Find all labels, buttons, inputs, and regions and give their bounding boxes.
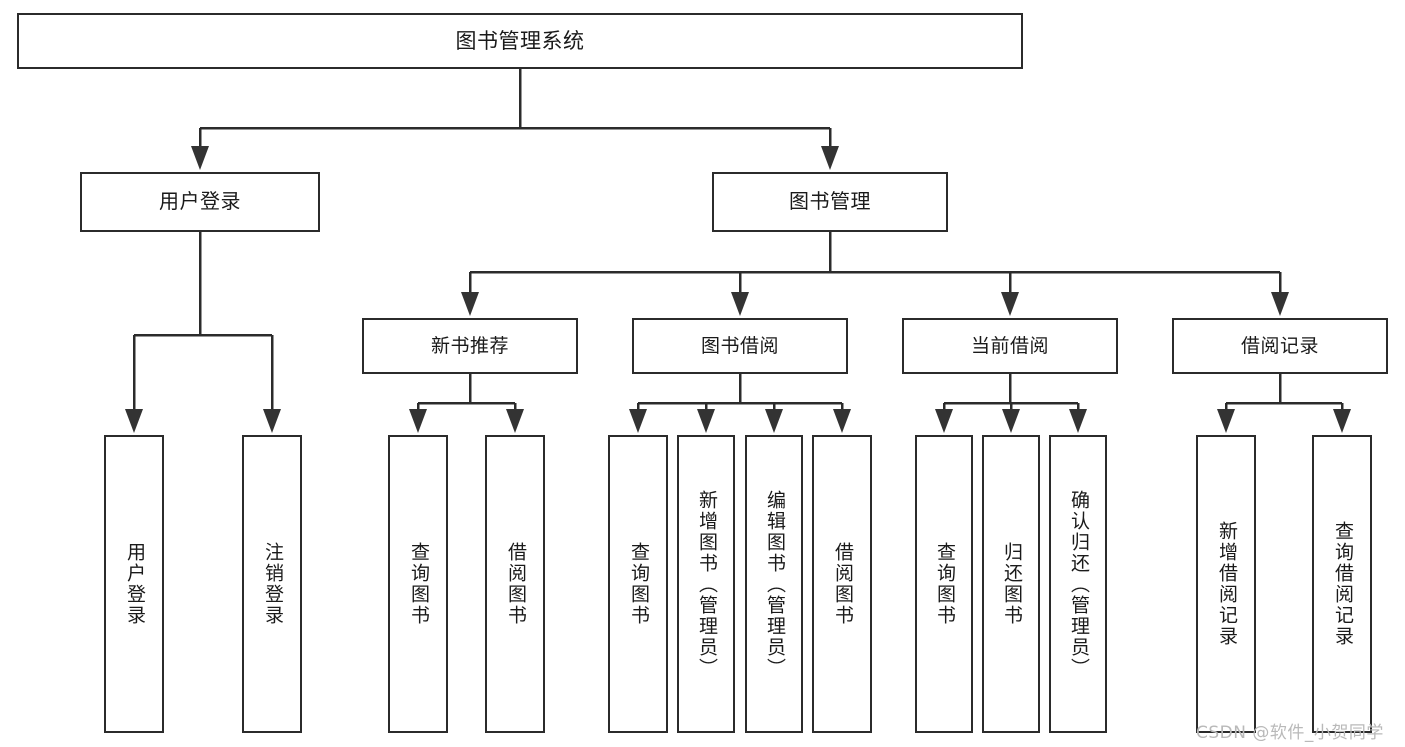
node-leaf-query-book-recommend[interactable]: 查询图书 xyxy=(388,435,448,733)
node-leaf-query-book-current[interactable]: 查询图书 xyxy=(915,435,973,733)
node-label: 借阅记录 xyxy=(1240,334,1319,357)
node-leaf-add-borrow-record[interactable]: 新增借阅记录 xyxy=(1196,435,1256,733)
node-leaf-return-book[interactable]: 归还图书 xyxy=(982,435,1040,733)
node-leaf-edit-book-admin[interactable]: 编辑图书（管理员） xyxy=(745,435,803,733)
node-leaf-query-book-borrow[interactable]: 查询图书 xyxy=(608,435,668,733)
node-leaf-confirm-return-admin[interactable]: 确认归还（管理员） xyxy=(1049,435,1107,733)
node-leaf-query-borrow-record[interactable]: 查询借阅记录 xyxy=(1312,435,1372,733)
node-leaf-user-login[interactable]: 用户登录 xyxy=(104,435,164,733)
node-label: 当前借阅 xyxy=(970,334,1049,357)
node-user-login[interactable]: 用户登录 xyxy=(80,172,320,232)
node-label: 图书管理 xyxy=(789,189,871,214)
node-label: 图书借阅 xyxy=(700,334,779,357)
node-label: 新增借阅记录 xyxy=(1215,521,1238,647)
node-root-book-management-system[interactable]: 图书管理系统 xyxy=(17,13,1023,69)
node-label: 用户登录 xyxy=(123,542,146,626)
node-book-borrow[interactable]: 图书借阅 xyxy=(632,318,848,374)
node-label: 借阅图书 xyxy=(504,542,527,626)
node-leaf-borrow-book[interactable]: 借阅图书 xyxy=(812,435,872,733)
node-label: 用户登录 xyxy=(159,189,241,214)
node-leaf-borrow-book-recommend[interactable]: 借阅图书 xyxy=(485,435,545,733)
node-label: 归还图书 xyxy=(1000,542,1023,626)
node-borrow-record[interactable]: 借阅记录 xyxy=(1172,318,1388,374)
node-label: 新增图书（管理员） xyxy=(695,489,718,679)
node-leaf-user-logout[interactable]: 注销登录 xyxy=(242,435,302,733)
node-new-book-recommend[interactable]: 新书推荐 xyxy=(362,318,578,374)
node-label: 图书管理系统 xyxy=(455,28,585,53)
node-label: 新书推荐 xyxy=(430,334,509,357)
node-label: 查询图书 xyxy=(933,542,956,626)
csdn-watermark: CSDN @软件_小贺同学 xyxy=(1196,723,1384,743)
node-label: 确认归还（管理员） xyxy=(1067,489,1090,679)
node-label: 注销登录 xyxy=(261,542,284,626)
node-label: 借阅图书 xyxy=(831,542,854,626)
node-leaf-add-book-admin[interactable]: 新增图书（管理员） xyxy=(677,435,735,733)
node-label: 编辑图书（管理员） xyxy=(763,489,786,679)
node-current-borrow[interactable]: 当前借阅 xyxy=(902,318,1118,374)
node-book-manage[interactable]: 图书管理 xyxy=(712,172,948,232)
node-label: 查询借阅记录 xyxy=(1331,521,1354,647)
node-label: 查询图书 xyxy=(627,542,650,626)
node-label: 查询图书 xyxy=(407,542,430,626)
